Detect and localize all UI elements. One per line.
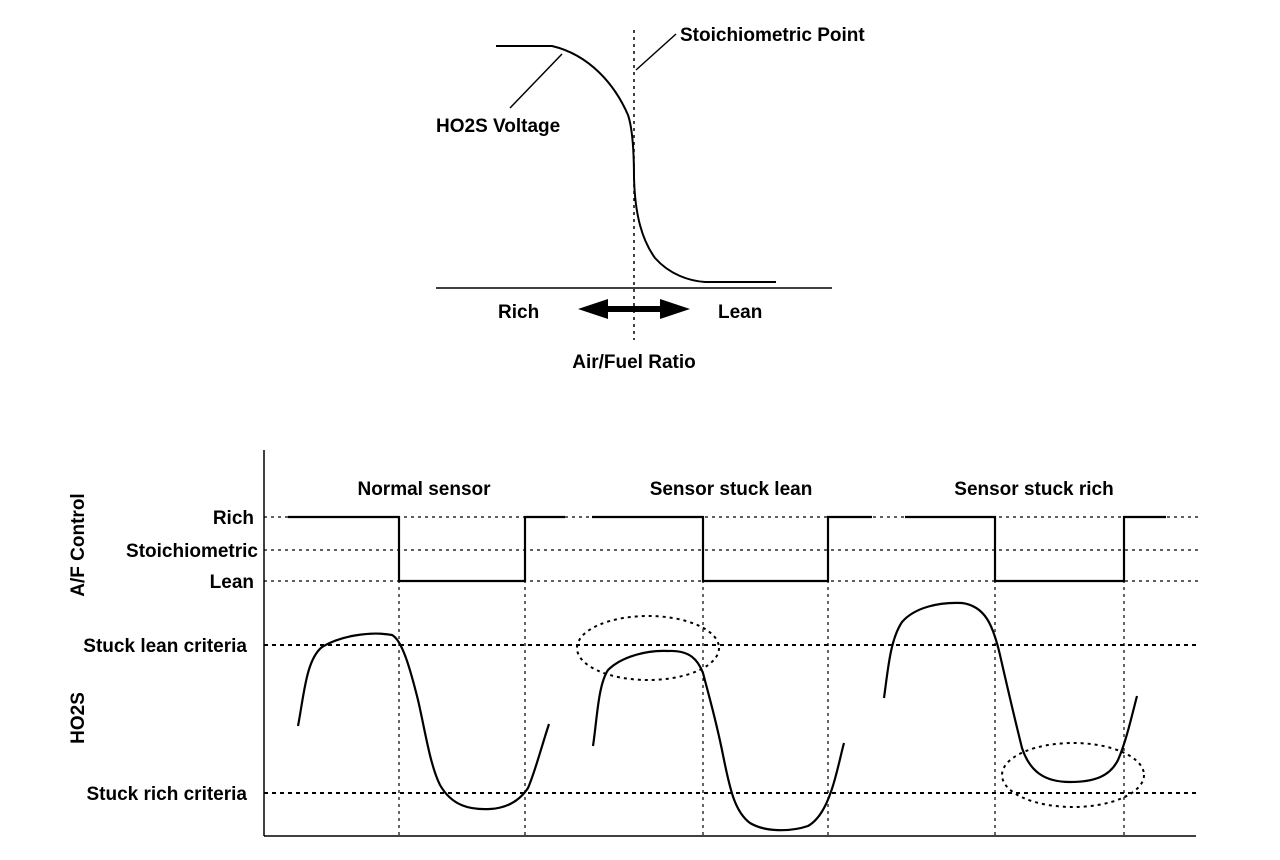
panel-title-sensor-stuck-lean: Sensor stuck lean	[650, 479, 813, 500]
voltage-leader-line	[509, 53, 563, 109]
ho2s-signal-stuck-lean	[591, 649, 846, 832]
stuck-rich-highlight-ellipse	[1001, 742, 1145, 808]
stoich-leader-line	[635, 33, 677, 71]
double-arrow-icon	[578, 299, 690, 319]
lean-label: Lean	[718, 302, 762, 323]
stuck-lean-highlight-ellipse	[576, 615, 720, 681]
panel-title-sensor-stuck-rich: Sensor stuck rich	[954, 479, 1113, 500]
top-voltage-chart: HO2S Voltage Stoichiometric Point Rich L…	[436, 25, 865, 373]
ho2s-signal-normal	[296, 632, 551, 811]
ho2s-voltage-curve	[496, 45, 776, 283]
af-control-square-wave	[592, 515, 872, 583]
air-fuel-ratio-label: Air/Fuel Ratio	[572, 352, 696, 373]
af-level-stoichiometric-label: Stoichiometric	[126, 541, 258, 562]
af-control-axis-title: A/F Control	[68, 493, 89, 596]
panel-title-normal-sensor: Normal sensor	[357, 479, 491, 500]
af-level-lean-label: Lean	[210, 572, 254, 593]
stuck-lean-criteria-label: Stuck lean criteria	[83, 636, 247, 657]
ho2s-voltage-label: HO2S Voltage	[436, 116, 560, 137]
rich-label: Rich	[498, 302, 539, 323]
af-control-square-wave	[905, 515, 1166, 583]
af-control-square-wave	[288, 515, 565, 583]
af-level-rich-label: Rich	[213, 508, 254, 529]
bottom-signal-chart: Normal sensor Sensor stuck lean Sensor s…	[68, 450, 1200, 837]
stuck-rich-criteria-label: Stuck rich criteria	[86, 784, 247, 805]
ho2s-signal-stuck-rich	[882, 601, 1139, 784]
ho2s-axis-title: HO2S	[68, 692, 89, 744]
stoichiometric-point-label: Stoichiometric Point	[680, 25, 865, 46]
